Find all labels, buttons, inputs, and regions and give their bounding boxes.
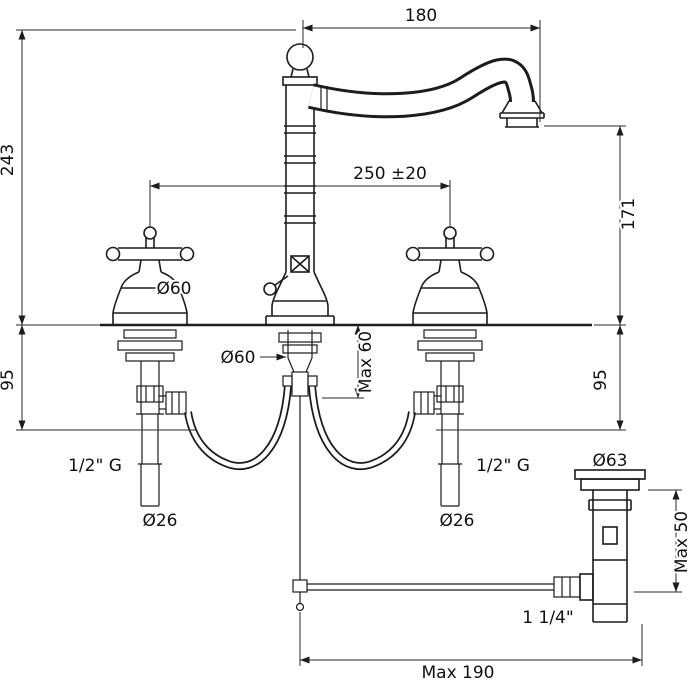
dim-spout-projection: 180 xyxy=(405,6,437,26)
right-supply-valve xyxy=(413,329,483,507)
right-cross-handle xyxy=(405,226,495,326)
dim-rod-max-reach: Max 190 xyxy=(422,663,495,683)
extension-lines xyxy=(16,20,682,666)
popup-rod-linkage xyxy=(292,396,581,612)
dim-handle-centers: 250 ±20 xyxy=(353,164,427,184)
dim-total-height: 243 xyxy=(0,144,18,176)
faucet-spout xyxy=(308,57,545,128)
popup-lever-knob xyxy=(263,275,289,296)
dim-right-underbody-height: 95 xyxy=(591,369,611,391)
dimension-lines xyxy=(18,24,680,664)
faucet-column xyxy=(263,43,335,325)
dim-right-inlet-thread: 1/2" G xyxy=(476,456,530,476)
spout-collar xyxy=(320,85,328,111)
spout-nozzle xyxy=(499,100,545,128)
faucet-body-shank xyxy=(278,330,322,397)
flexible-hoses xyxy=(184,385,416,470)
dim-left-underbody-height: 95 xyxy=(0,369,18,391)
dim-left-inlet-diameter: Ø26 xyxy=(142,511,177,531)
popup-waste-drain xyxy=(574,469,646,623)
dim-right-inlet-diameter: Ø26 xyxy=(439,511,474,531)
dimension-labels: 180 243 95 250 ±20 171 95 Max 60 Max 50 … xyxy=(0,4,694,685)
dim-max-deck-thickness: Max 60 xyxy=(356,331,376,393)
left-cross-handle xyxy=(105,226,195,326)
dim-handle-base-diameter: Ø60 xyxy=(156,279,191,299)
dim-spout-height: 171 xyxy=(619,198,639,230)
dim-waste-thread: 1 1/4" xyxy=(522,608,573,628)
dim-waste-max-height: Max 50 xyxy=(672,511,692,573)
dim-body-base-diameter: Ø60 xyxy=(220,348,255,368)
left-supply-valve xyxy=(117,329,187,507)
dim-left-inlet-thread: 1/2" G xyxy=(68,456,122,476)
dim-waste-flange-diameter: Ø63 xyxy=(592,451,627,471)
